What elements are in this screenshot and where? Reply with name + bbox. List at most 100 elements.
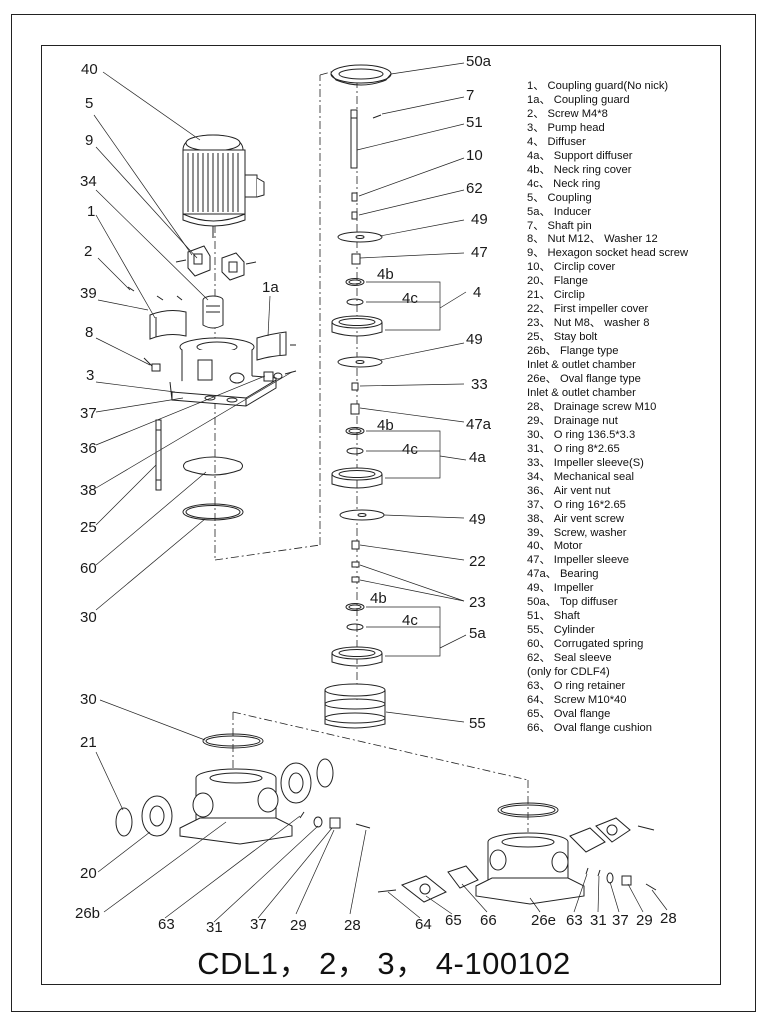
legend-item: 5a、 Inducer <box>527 205 592 218</box>
corrugated-spring <box>183 456 243 476</box>
circlip-cover <box>351 192 358 220</box>
legend-item: 2、 Screw M4*8 <box>527 107 608 120</box>
callout-30-upper: 30 <box>80 609 97 626</box>
callout-65: 65 <box>445 912 462 929</box>
coupling <box>175 245 257 281</box>
legend-item: 31、 O ring 8*2.65 <box>527 442 620 455</box>
callout-37: 37 <box>80 405 97 422</box>
callout-33: 33 <box>471 376 488 393</box>
legend-item: 47a、 Bearing <box>527 568 599 581</box>
coupling-guard-right <box>256 331 296 361</box>
coupling-guard-left <box>149 310 187 340</box>
legend-item: 64、 Screw M10*40 <box>527 693 627 706</box>
callout-49-3: 49 <box>469 511 486 528</box>
drain-parts-right <box>585 867 657 891</box>
callout-62: 62 <box>466 180 483 197</box>
oval-flange-type-chamber <box>475 832 585 905</box>
cylinder <box>324 683 386 729</box>
callout-47: 47 <box>471 244 488 261</box>
callout-37-right: 37 <box>612 912 629 929</box>
legend-item: 9、 Hexagon socket head screw <box>527 247 689 260</box>
legend-item: 22、 First impeller cover <box>527 303 649 316</box>
bearing <box>350 403 360 415</box>
callout-10: 10 <box>466 147 483 164</box>
leader-lines <box>93 62 668 923</box>
callout-49-2: 49 <box>466 331 483 348</box>
legend-item: 4b、 Neck ring cover <box>527 163 632 176</box>
impeller-sleeve-s <box>351 382 359 391</box>
callout-2: 2 <box>84 243 92 260</box>
legend-item: 33、 Impeller sleeve(S) <box>527 456 644 469</box>
callout-1a: 1a <box>262 279 279 296</box>
legend-item: 51、 Shaft <box>527 610 580 623</box>
neck-ring-cover-3 <box>345 603 365 611</box>
first-impeller-cover <box>351 540 360 550</box>
legend-item: Inlet & outlet chamber <box>527 386 636 399</box>
callout-20: 20 <box>80 865 97 882</box>
neck-ring-1 <box>346 298 364 306</box>
legend-item: 10、 Circlip cover <box>527 261 616 274</box>
callout-51: 51 <box>466 114 483 131</box>
callout-21: 21 <box>80 734 97 751</box>
motor <box>182 134 265 238</box>
legend-item: 4、 Diffuser <box>527 135 586 148</box>
legend-item: 28、 Drainage screw M10 <box>527 400 657 413</box>
callout-5a: 5a <box>469 625 486 642</box>
diagram-title: CDL1， 2， 3， 4-100102 <box>197 946 571 981</box>
callout-49-1: 49 <box>471 211 488 228</box>
circlip-left <box>115 807 133 837</box>
callout-63-left: 63 <box>158 916 175 933</box>
callout-38: 38 <box>80 482 97 499</box>
callout-28-left: 28 <box>344 917 361 934</box>
callout-22: 22 <box>469 553 486 570</box>
callout-28-right: 28 <box>660 910 677 927</box>
legend-item: 49、 Impeller <box>527 582 594 595</box>
support-diffuser <box>331 467 383 489</box>
legend-item: 1a、 Coupling guard <box>527 93 630 106</box>
callout-7: 7 <box>466 87 474 104</box>
callout-1: 1 <box>87 203 95 220</box>
legend-item: 21、 Circlip <box>527 289 585 302</box>
callout-4b-3: 4b <box>370 590 387 607</box>
legend-item: 65、 Oval flange <box>527 707 611 720</box>
legend-item: 30、 O ring 136.5*3.3 <box>527 428 636 441</box>
shaft <box>350 109 382 169</box>
legend-item: 20、 Flange <box>527 275 588 288</box>
oval-flange-right <box>569 817 655 853</box>
callout-5: 5 <box>85 95 93 112</box>
legend-item: 36、 Air vent nut <box>527 484 611 497</box>
legend-item: 39、 Screw, washer <box>527 526 627 539</box>
callout-4a: 4a <box>469 449 486 466</box>
callout-8: 8 <box>85 324 93 341</box>
legend-item: 38、 Air vent screw <box>527 512 624 525</box>
callout-29-right: 29 <box>636 912 653 929</box>
impeller-1 <box>337 231 383 243</box>
callout-26b: 26b <box>75 905 100 922</box>
legend-item: 29、 Drainage nut <box>527 414 618 427</box>
legend-item: 40、 Motor <box>527 540 583 553</box>
legend-item: 63、 O ring retainer <box>527 679 626 692</box>
callout-47a: 47a <box>466 416 492 433</box>
callout-64: 64 <box>415 916 432 933</box>
callout-4: 4 <box>473 284 481 301</box>
top-diffuser <box>330 64 392 86</box>
callout-34: 34 <box>80 173 97 190</box>
legend-item: 47、 Impeller sleeve <box>527 554 629 567</box>
legend-item: 25、 Stay bolt <box>527 331 598 344</box>
legend-item: 26b、 Flange type <box>527 345 619 358</box>
legend-item: 26e、 Oval flange type <box>527 373 641 386</box>
callout-55: 55 <box>469 715 486 732</box>
neck-ring-3 <box>346 623 364 631</box>
o-ring-upper <box>182 503 244 521</box>
callout-9: 9 <box>85 132 93 149</box>
legend-item: 34、 Mechanical seal <box>527 470 634 483</box>
legend-item: 23、 Nut M8、 washer 8 <box>527 317 650 330</box>
neck-ring-cover-2 <box>345 427 365 435</box>
o-ring-lower-left <box>202 733 264 749</box>
legend-item: 60、 Corrugated spring <box>527 638 644 651</box>
legend-item: 1、 Coupling guard(No nick) <box>527 80 669 92</box>
neck-ring-2 <box>346 447 364 455</box>
legend-item: 37、 O ring 16*2.65 <box>527 498 626 511</box>
callout-40: 40 <box>81 61 98 78</box>
impeller-2 <box>337 356 383 368</box>
